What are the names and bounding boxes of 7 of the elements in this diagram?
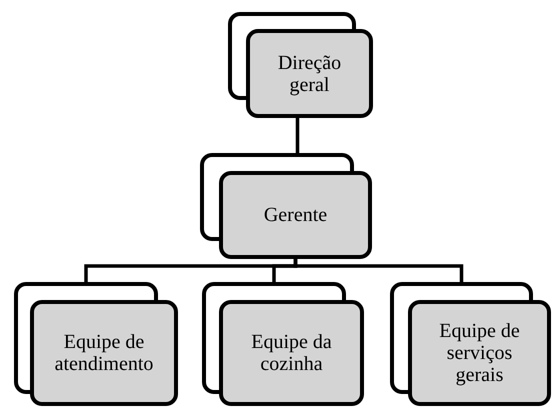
- connector-line: [294, 259, 464, 282]
- connector-line: [296, 118, 300, 153]
- org-box: Gerente: [219, 171, 372, 259]
- org-box: Equipe de serviços gerais: [408, 300, 551, 406]
- org-box: Equipe de atendimento: [30, 300, 178, 406]
- org-box: Direção geral: [246, 29, 373, 118]
- org-box: Equipe da cozinha: [219, 300, 364, 406]
